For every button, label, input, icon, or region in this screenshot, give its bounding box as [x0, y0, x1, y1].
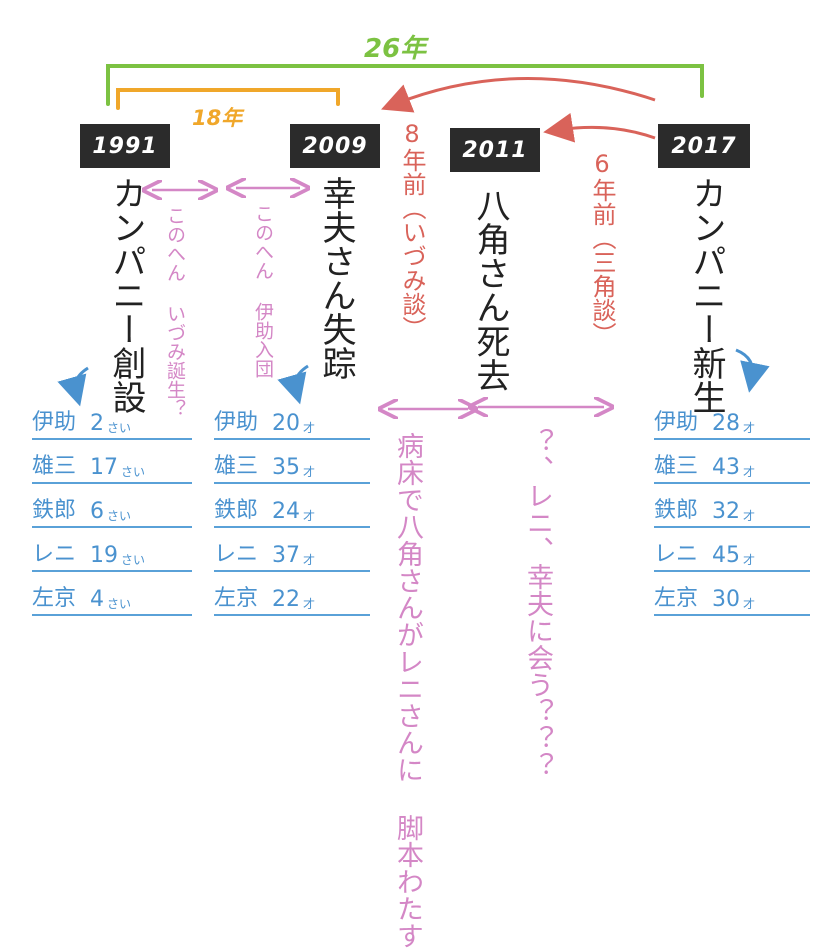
event-2017: カンパニー新生 [686, 176, 726, 414]
age-name: 伊助 [214, 410, 259, 435]
age-name: 伊助 [32, 410, 77, 435]
year-box-2011: 2011 [450, 128, 540, 172]
note-deathbed: 病床で八角さんがレニさんに 脚本わたす [392, 432, 423, 949]
blue-arrow-2009 [277, 364, 309, 405]
year-box-2009: 2009 [290, 124, 380, 168]
age-value: 19 [90, 543, 119, 568]
age-value: 6 [90, 499, 105, 524]
age-unit: さい [107, 421, 132, 435]
span-label-18: 18年 [192, 106, 243, 130]
age-name: 鉄郎 [32, 498, 77, 523]
age-unit: さい [121, 553, 146, 567]
note-izumi-birth: このへん いづみ誕生？ [164, 206, 186, 418]
age-name: 雄三 [214, 454, 259, 479]
age-unit: さい [121, 465, 146, 479]
age-unit: さい [107, 597, 132, 611]
blue-arrow-2017 [735, 348, 770, 393]
age-name: 伊助 [654, 410, 699, 435]
span-bracket-26 [106, 64, 704, 106]
age-unit: 才 [743, 597, 756, 611]
age-name: レニ [654, 542, 699, 567]
age-value: 2 [90, 411, 105, 436]
age-name: レニ [214, 542, 259, 567]
age-unit: 才 [303, 597, 316, 611]
year-box-2017: 2017 [658, 124, 750, 168]
age-unit: 才 [743, 553, 756, 567]
age-value: 45 [712, 543, 741, 568]
age-value: 28 [712, 411, 741, 436]
age-unit: 才 [303, 553, 316, 567]
age-unit: 才 [303, 509, 316, 523]
red-arrow-6-years [543, 112, 656, 143]
age-value: 17 [90, 455, 119, 480]
event-2009: 幸夫さん失踪 [316, 176, 356, 380]
age-value: 4 [90, 587, 105, 612]
age-unit: 才 [303, 465, 316, 479]
age-unit: さい [107, 509, 132, 523]
age-name: 雄三 [654, 454, 699, 479]
age-name: 左京 [32, 586, 77, 611]
age-unit: 才 [743, 421, 756, 435]
connector-layer [57, 64, 770, 741]
age-name: 鉄郎 [214, 498, 259, 523]
blue-arrow-1991 [57, 366, 89, 407]
note-isuke-join: このへん 伊助入団 [252, 204, 274, 378]
span-bracket-18 [116, 88, 340, 110]
age-unit: 才 [743, 465, 756, 479]
age-name: 雄三 [32, 454, 77, 479]
age-value: 32 [712, 499, 741, 524]
age-name: 鉄郎 [654, 498, 699, 523]
age-unit: 才 [303, 421, 316, 435]
note-meet: ？、レニ、幸夫に会う？？？ [522, 428, 553, 779]
year-box-1991: 1991 [80, 124, 170, 168]
age-name: 左京 [214, 586, 259, 611]
note-six-years: 6年前（三角談） [588, 150, 616, 346]
age-value: 30 [712, 587, 741, 612]
timeline-diagram: 26年 18年 1991 2009 2011 2017 カンパニー創設 幸夫さん… [32, 34, 810, 949]
age-name: レニ [32, 542, 77, 567]
event-1991: カンパニー創設 [106, 176, 146, 414]
span-label-26: 26年 [364, 34, 427, 64]
age-value: 24 [272, 499, 301, 524]
age-name: 左京 [654, 586, 699, 611]
event-2011: 八角さん死去 [470, 188, 510, 392]
red-arrow-8-years [381, 76, 656, 113]
age-value: 35 [272, 455, 301, 480]
note-eight-years: 8年前（いづみ談） [398, 120, 426, 340]
age-value: 20 [272, 411, 301, 436]
age-value: 43 [712, 455, 741, 480]
age-value: 37 [272, 543, 301, 568]
age-unit: 才 [743, 509, 756, 523]
age-value: 22 [272, 587, 301, 612]
